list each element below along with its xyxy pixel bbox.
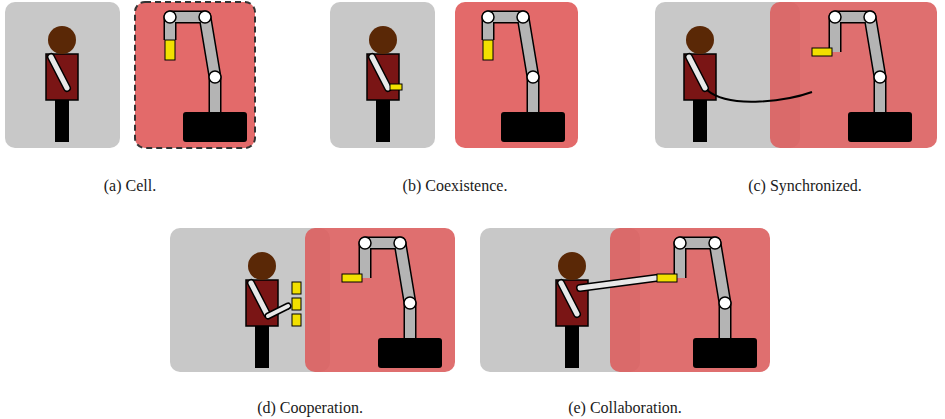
- robot-zone: [770, 2, 937, 148]
- cooperation-panel: [170, 228, 455, 372]
- robot-figure: [812, 11, 912, 142]
- human-zone: [5, 2, 120, 148]
- robot-figure: [657, 237, 757, 368]
- robot-zone: [135, 2, 255, 148]
- human-arm: [268, 306, 288, 316]
- workpiece: [292, 298, 301, 310]
- human-figure: [46, 26, 78, 142]
- human-arm: [580, 278, 656, 288]
- panel-caption: (e) Collaboration.: [568, 398, 682, 418]
- synchronized-panel: [655, 2, 937, 148]
- collaboration-panel: [480, 228, 770, 372]
- robot-zone: [305, 228, 455, 372]
- workpiece: [390, 84, 402, 90]
- robot-figure: [164, 11, 247, 142]
- panel-caption: (d) Cooperation.: [257, 398, 363, 418]
- panel-caption: (c) Synchronized.: [748, 176, 862, 196]
- robot-figure: [342, 237, 442, 368]
- human-figure: [684, 26, 716, 142]
- human-arm: [580, 278, 656, 288]
- human-arm: [268, 306, 288, 316]
- coexistence-panel: [330, 2, 578, 148]
- robot-zone: [610, 228, 770, 372]
- cell-panel: [5, 2, 255, 148]
- human-zone: [330, 2, 435, 148]
- human-figure: [556, 252, 588, 368]
- robot-figure: [482, 11, 565, 142]
- workpiece: [292, 282, 301, 294]
- robot-zone: [455, 2, 578, 148]
- panel-caption: (a) Cell.: [104, 176, 156, 196]
- cable: [707, 90, 812, 102]
- workpiece: [292, 314, 301, 326]
- panel-caption: (b) Coexistence.: [403, 176, 508, 196]
